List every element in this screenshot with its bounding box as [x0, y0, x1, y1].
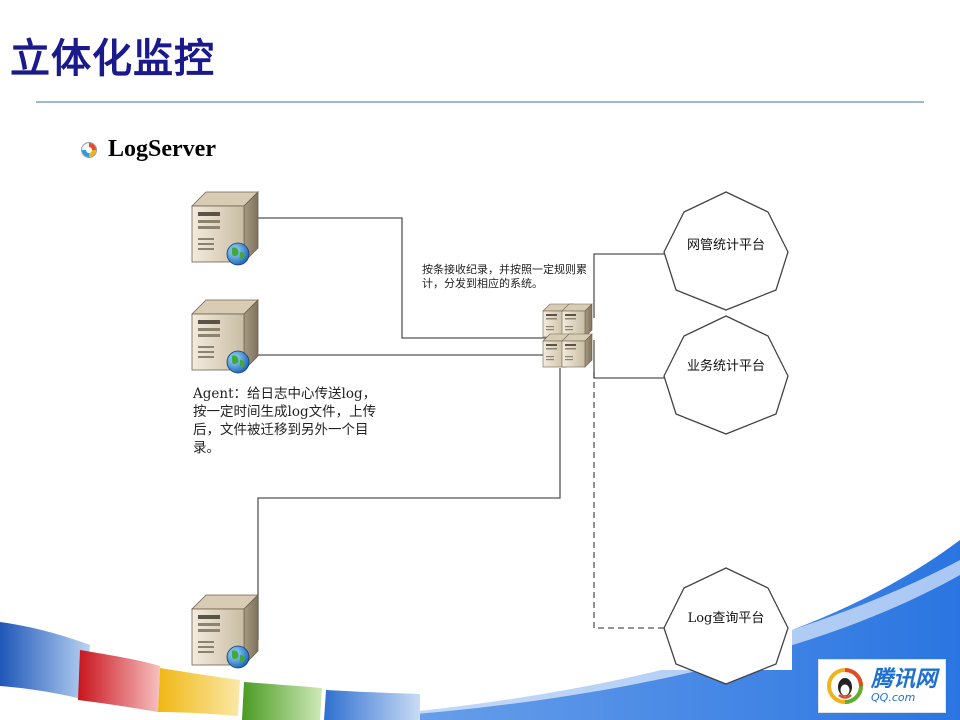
- footer-bar-blue-left: [0, 622, 90, 700]
- slide-title: 立体化监控: [10, 36, 215, 82]
- footer-bar-blue: [324, 690, 420, 720]
- agent-description: Agent：给日志中心传送log，按一定时间生成log文件，上传后，文件被迁移到…: [193, 386, 377, 456]
- platform-3-label: Log查询平台: [687, 611, 765, 626]
- platform-2-label: 业务统计平台: [686, 359, 765, 374]
- link-hub-platform3: [593, 372, 664, 629]
- footer-wave: [330, 540, 960, 720]
- bullet-label: LogServer: [108, 136, 216, 162]
- qq-penguin-icon: [827, 668, 863, 704]
- agent-server-1-icon: [191, 191, 259, 266]
- footer-bar-red: [78, 650, 160, 712]
- agent-server-3-icon: [191, 594, 259, 669]
- platform-1-label: 网管统计平台: [686, 238, 765, 253]
- log-server-cluster-icon: [542, 303, 593, 368]
- platform-3-shape: [663, 567, 789, 685]
- logserver-description: 按条接收纪录，并按照一定规则累计，分发到相应的系统。: [422, 263, 587, 290]
- logo-text-en: QQ.com: [871, 690, 916, 704]
- link-server3-hub: [257, 368, 561, 640]
- platform-1-shape: [663, 191, 789, 311]
- bullet-item: LogServer: [80, 136, 216, 163]
- link-server1-hub: [258, 217, 548, 339]
- footer-bar-yellow: [158, 668, 240, 716]
- platform-2-shape: [663, 315, 789, 435]
- title-divider: [36, 101, 924, 103]
- link-hub-platform1: [593, 253, 664, 318]
- logo-text-cn: 腾讯网: [871, 666, 938, 692]
- footer-bar-green: [242, 682, 322, 720]
- bullet-icon: [81, 141, 97, 158]
- tencent-logo: 腾讯网 QQ.com: [818, 659, 946, 713]
- link-hub-platform2: [593, 340, 664, 379]
- agent-server-2-icon: [191, 299, 259, 374]
